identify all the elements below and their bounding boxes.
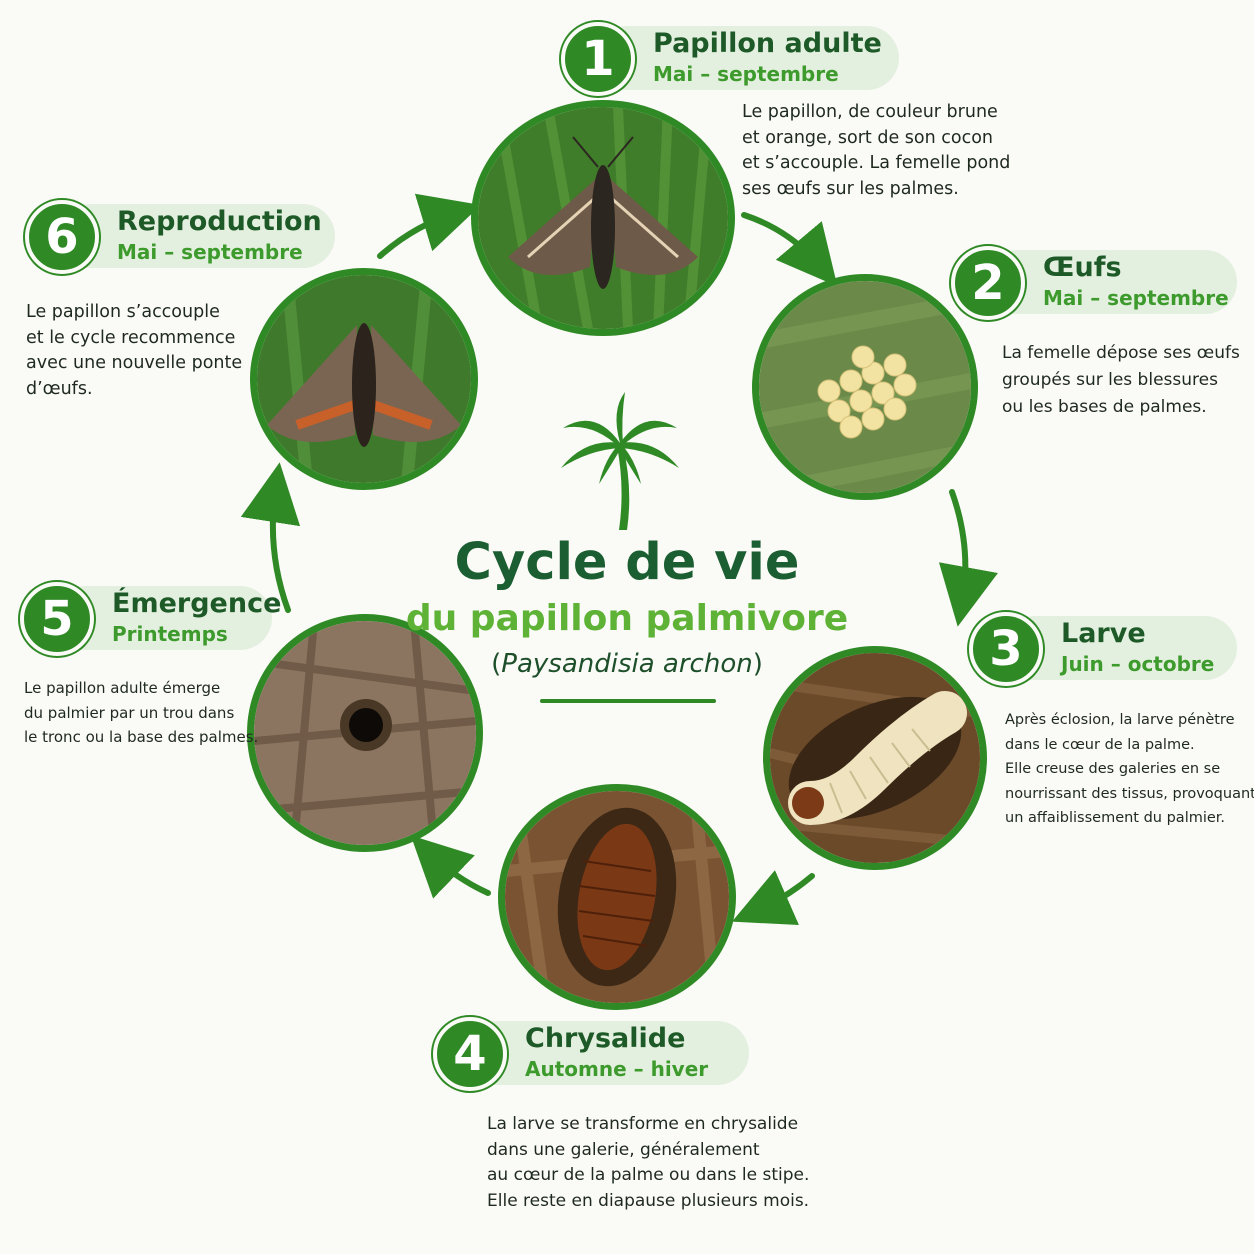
stage-5-number-badge: 5 — [20, 582, 94, 656]
stage-1-period: Mai – septembre — [653, 62, 839, 86]
diagram-title: Cycle de vie — [454, 533, 800, 592]
stage-4-period: Automne – hiver — [525, 1057, 709, 1081]
diagram-subtitle: du papillon palmivore — [405, 598, 849, 639]
stage-5-title: Émergence — [112, 588, 282, 619]
stage-2-period: Mai – septembre — [1043, 286, 1229, 310]
photo-emergence-hole — [247, 614, 483, 852]
stage-3-number-badge: 3 — [969, 612, 1043, 686]
stage-1-title: Papillon adulte — [653, 28, 882, 59]
photo-adult-moth — [471, 100, 735, 336]
stage-6-header: 6 Reproduction Mai – septembre — [25, 200, 345, 274]
stage-4-title: Chrysalide — [525, 1023, 686, 1054]
stage-5-period: Printemps — [112, 622, 228, 646]
photo-reproduction — [250, 268, 478, 490]
stage-5-header: 5 Émergence Printemps — [20, 582, 282, 656]
stage-3-period: Juin – octobre — [1061, 652, 1215, 676]
stage-3-header: 3 Larve Juin – octobre — [969, 612, 1239, 686]
palm-tree-icon — [561, 392, 679, 530]
arrow-2-to-3-icon — [938, 489, 998, 627]
stage-4-pill — [467, 1021, 749, 1085]
stage-4-number-badge: 4 — [433, 1017, 507, 1091]
stage-2-pill — [985, 250, 1237, 314]
photo-eggs — [752, 274, 978, 500]
arrow-5-to-6-icon — [240, 462, 301, 613]
stage-6-number-badge: 6 — [25, 200, 99, 274]
stage-1-number-badge: 1 — [561, 22, 635, 96]
stage-6-pill — [59, 204, 335, 268]
stage-1-header: 1 Papillon adulte Mai – septembre — [561, 22, 901, 96]
arrow-3-to-4-icon — [732, 870, 815, 926]
title-underline — [540, 699, 716, 703]
stage-6-period: Mai – septembre — [117, 240, 303, 264]
stage-6-title: Reproduction — [117, 206, 322, 237]
stage-2-number-badge: 2 — [951, 246, 1025, 320]
arrow-4-to-5-icon — [410, 835, 491, 899]
stage-4-header: 4 Chrysalide Automne – hiver — [433, 1017, 753, 1091]
stage-2-title: Œufs — [1043, 252, 1122, 283]
photo-chrysalis — [498, 784, 736, 1010]
stage-1-pill — [595, 26, 899, 90]
arrow-1-to-2-icon — [741, 212, 838, 287]
species-name: (Paysandisia archon) — [491, 649, 763, 679]
stage-3-title: Larve — [1061, 618, 1146, 649]
arrow-6-to-1-icon — [377, 193, 481, 259]
stage-2-header: 2 Œufs Mai – septembre — [951, 246, 1241, 320]
photo-larva — [763, 646, 987, 870]
